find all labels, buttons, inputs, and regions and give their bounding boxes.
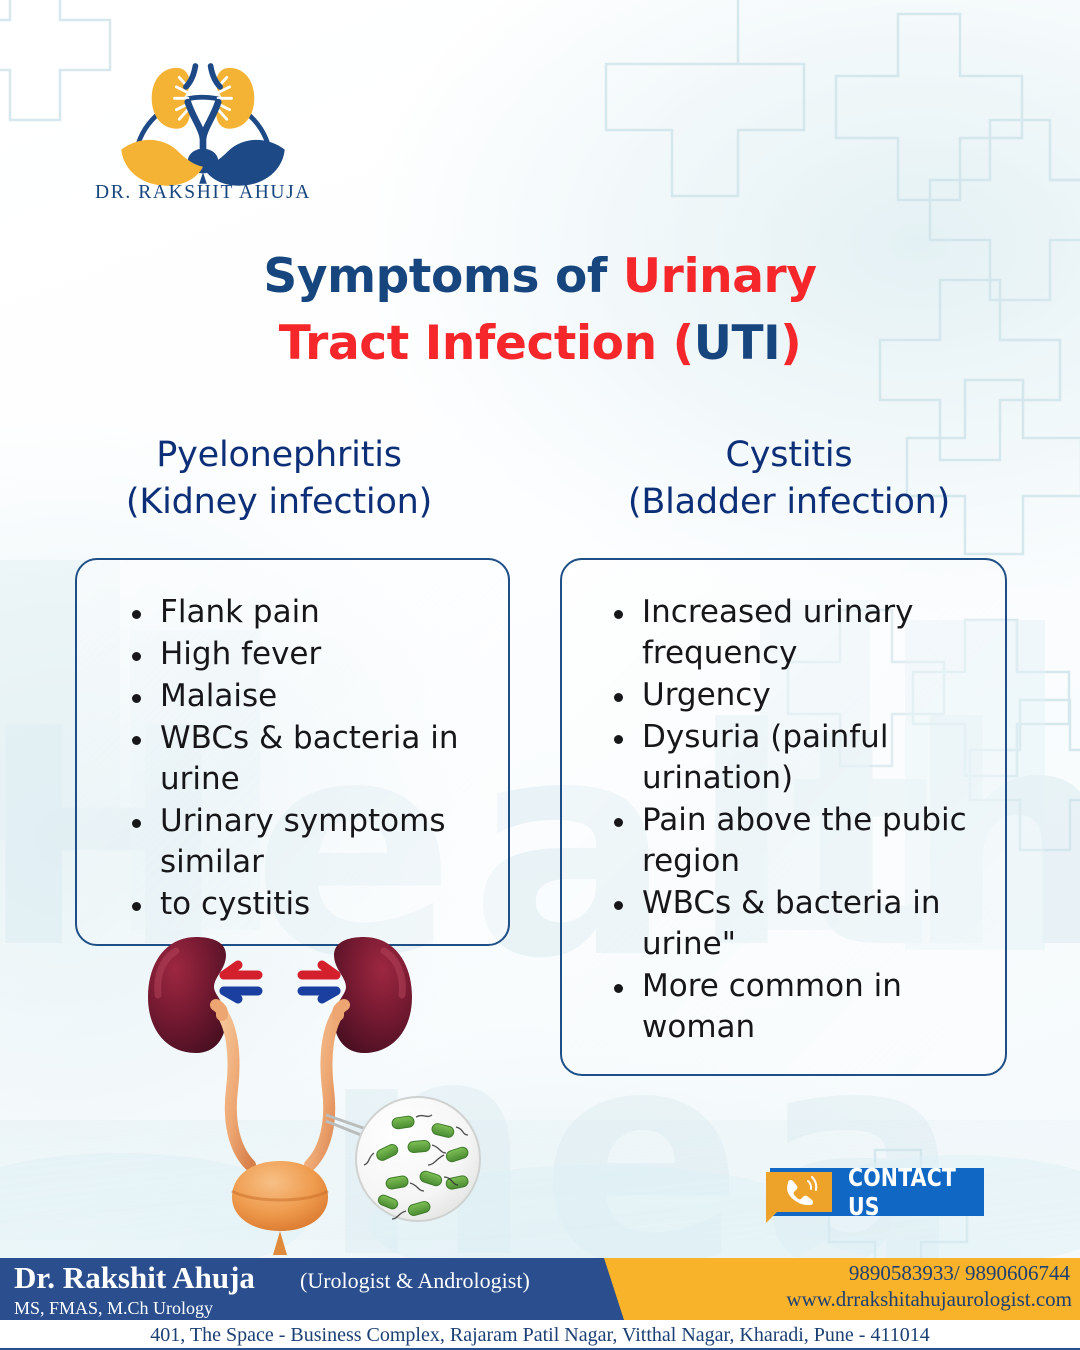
heading-right-line2: (Bladder infection) [627,481,951,522]
card-pyelonephritis [75,558,510,946]
heading-right-line1: Cystitis [725,435,853,475]
heading-left-line2: (Kidney infection) [125,481,433,522]
symptom-item: Urgency [605,675,1005,716]
title-paren-open: ( [672,316,694,372]
footer-qualifications: MS, FMAS, M.Ch Urology [14,1298,214,1318]
phone-icon [787,1176,818,1206]
symptom-item: High fever [123,634,515,675]
footer: Dr. Rakshit Ahuja (Urologist & Andrologi… [0,1258,1080,1350]
footer-address: 401, The Space - Business Complex, Rajar… [0,1320,1080,1350]
footer-doctor-name: Dr. Rakshit Ahuja [14,1260,255,1295]
footer-phone-numbers[interactable]: 9890583933/ 9890606744 [848,1261,1070,1285]
symptom-item: Increased urinary frequency [605,592,1005,674]
title-paren-close: ) [780,316,802,372]
symptom-item: WBCs & bacteria in urine [123,718,515,800]
symptom-item: to cystitis [123,884,515,925]
title-urinary: Urinary [622,249,817,304]
title-line-1: Symptoms of Urinary [0,243,1080,310]
symptom-item: Malaise [123,676,515,717]
symptom-item: More common in woman [605,966,1005,1048]
symptom-item: Dysuria (painful urination) [605,717,1005,799]
contact-us-button[interactable]: CONTACT US [766,1163,984,1223]
title-symptoms-of: Symptoms of [263,249,623,304]
clinic-logo [121,63,285,186]
card-cystitis [560,558,1007,1076]
symptom-item: Pain above the pubic region [605,800,1005,882]
urinary-tract-illustration [148,937,481,1255]
symptom-item: WBCs & bacteria in urine" [605,883,1005,965]
page-title: Symptoms of Urinary Tract Infection (UTI… [0,243,1080,377]
heading-pyelonephritis: Pyelonephritis (Kidney infection) [64,432,494,525]
contact-us-label: CONTACT US [848,1163,957,1221]
symptom-item: Urinary symptoms similar [123,801,515,883]
footer-yellow-panel [604,1258,1080,1320]
symptom-item: Flank pain [123,592,515,633]
footer-website[interactable]: www.drrakshitahujaurologist.com [786,1287,1072,1311]
footer-bottom-rule [0,1348,1080,1350]
logo-wordmark: DR. RAKSHIT AHUJA [95,182,311,203]
footer-specialty: (Urologist & Andrologist) [300,1268,530,1293]
heading-cystitis: Cystitis (Bladder infection) [556,432,1022,525]
heading-left-line1: Pyelonephritis [156,435,402,475]
phone-icon-tag [766,1172,832,1223]
title-tract-infection: Tract Infection [278,316,673,372]
title-uti: UTI [693,316,781,372]
title-line-2: Tract Infection (UTI) [0,310,1080,377]
